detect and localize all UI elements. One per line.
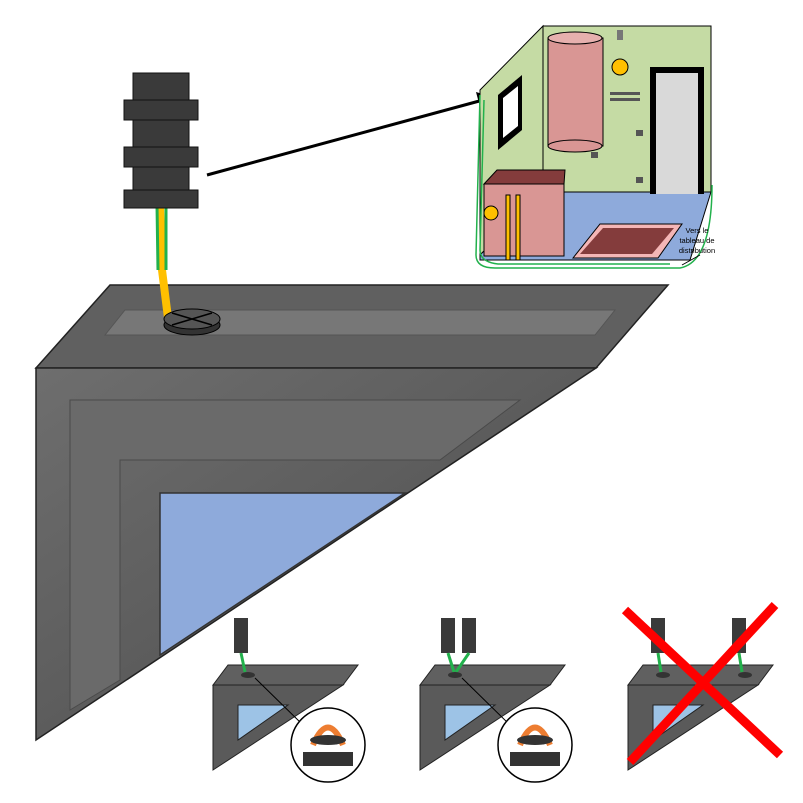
variant-double-connection [419,618,573,783]
earth-clamp-icon [123,72,199,209]
red-cross-icon [621,601,784,766]
distribution-label-3: distribution [679,246,715,255]
large-window-frame [34,284,670,742]
pointer-arrow [206,98,484,177]
variant-single-connection [212,618,366,783]
distribution-label-1: Vers le [686,226,709,235]
earth-connection [155,204,221,336]
glass-pane [159,492,408,657]
bathroom-illustration [475,24,713,269]
distribution-label-2: tableau de [679,236,714,245]
